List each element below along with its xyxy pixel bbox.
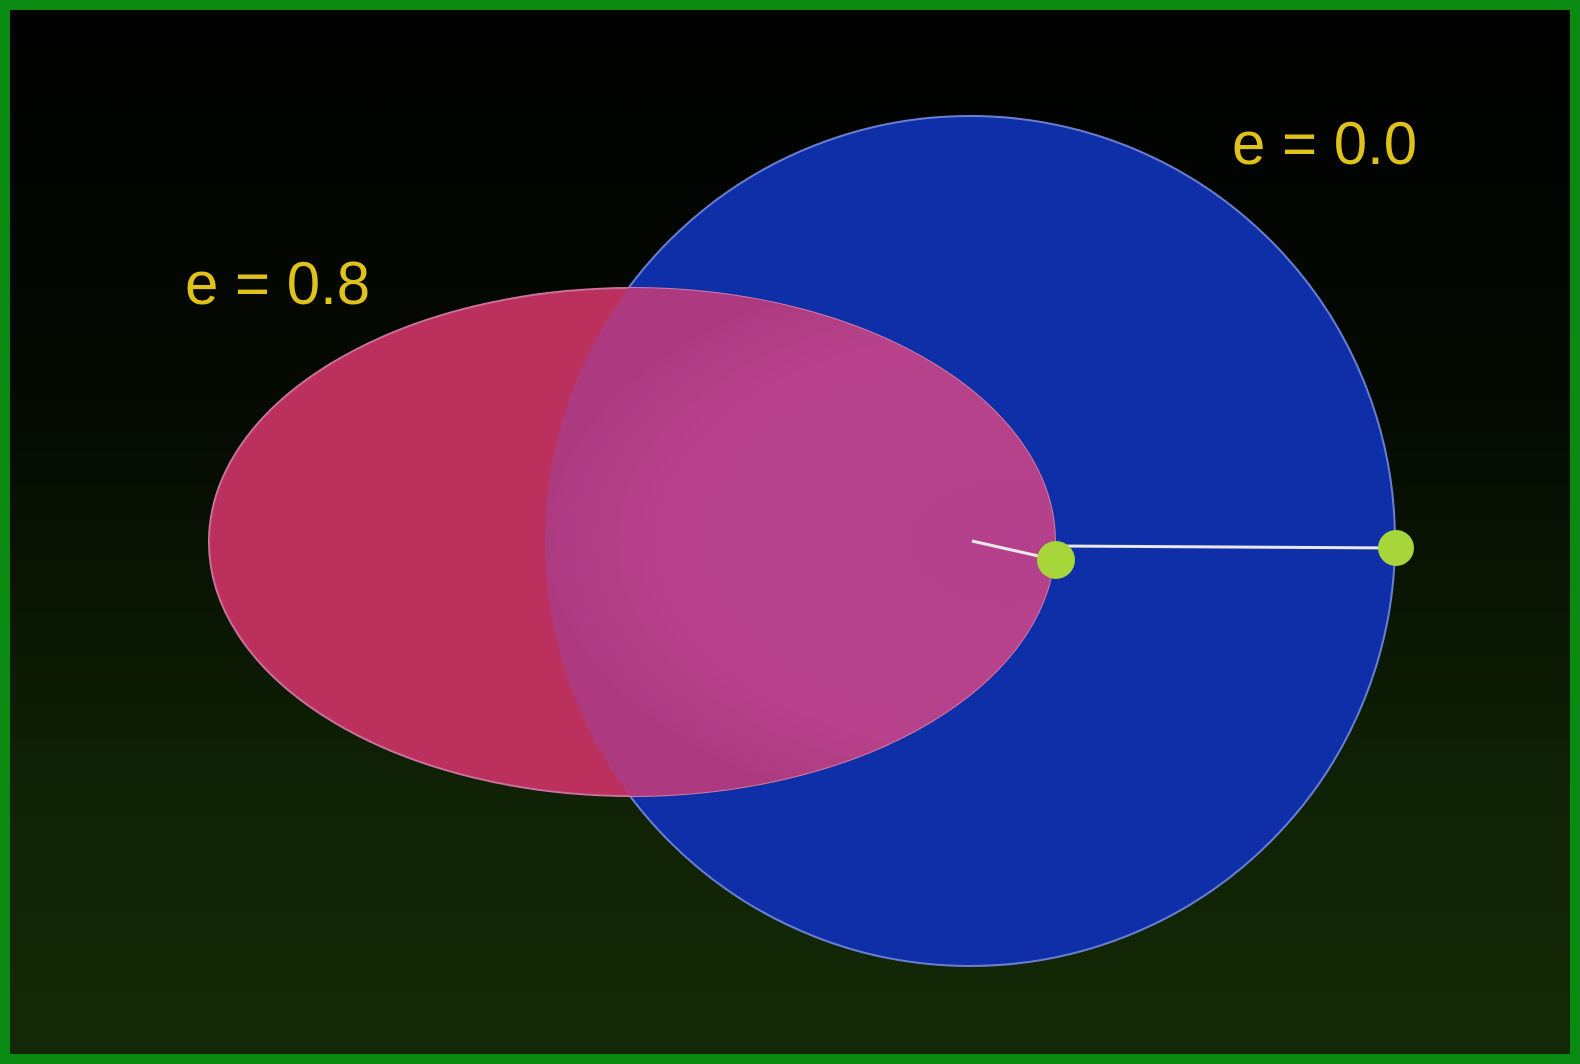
orbit-diagram xyxy=(208,115,1414,967)
circular-eccentricity-label: e = 0.0 xyxy=(1232,110,1418,177)
circular-orbit-body xyxy=(1378,530,1414,566)
elliptical-orbit-body xyxy=(1037,541,1075,579)
circular-radius-line xyxy=(1055,544,1397,550)
elliptical-eccentricity-label: e = 0.8 xyxy=(185,250,371,317)
elliptical-orbit-shading xyxy=(209,288,1055,796)
